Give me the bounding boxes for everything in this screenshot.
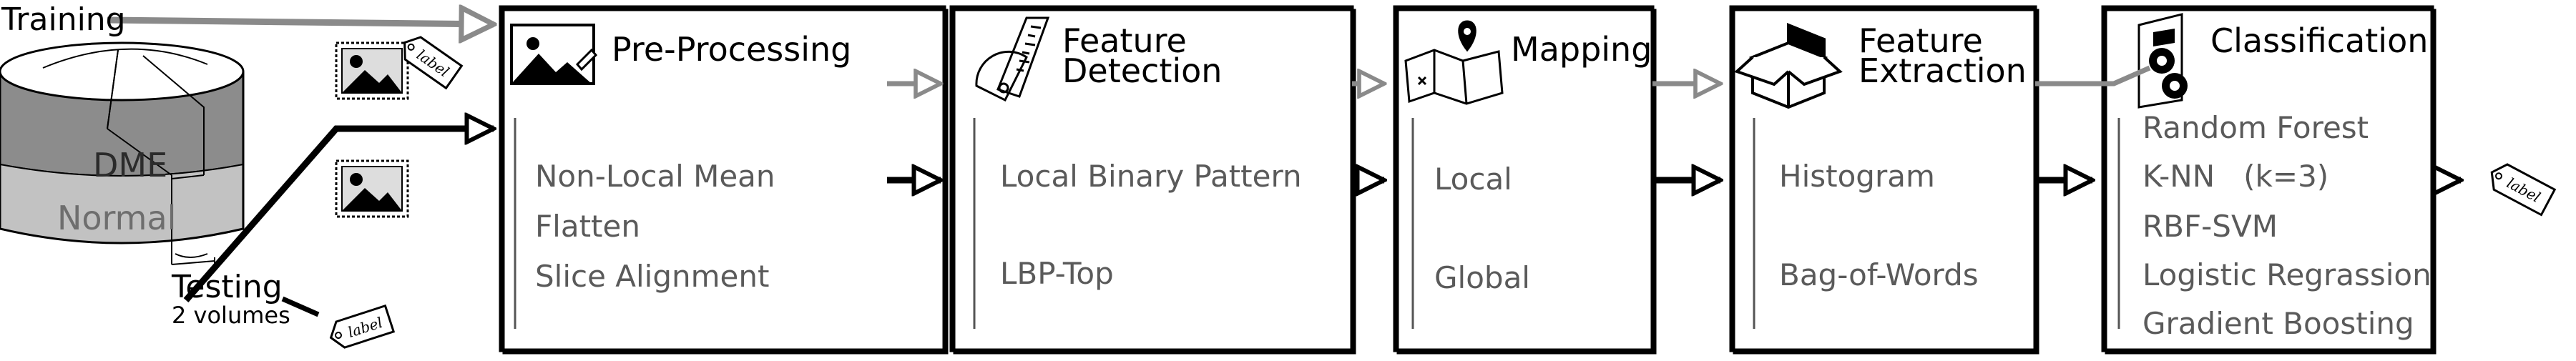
step-global: Global <box>1434 260 1530 295</box>
testing-label: Testing <box>172 269 283 305</box>
database-cylinder <box>0 41 245 272</box>
stage-title-pre-processing: Pre-Processing <box>612 30 852 69</box>
open-box-icon <box>1734 23 1843 109</box>
testing-label-link <box>281 296 320 317</box>
stage-title-classification: Classification <box>2210 21 2429 60</box>
step-random-forest: Random Forest <box>2142 110 2369 145</box>
stage-title-feature-detection-line2: Detection <box>1062 51 1223 90</box>
step-flatten: Flatten <box>535 209 640 244</box>
testing-label-tag: label <box>329 304 396 349</box>
stage-title-mapping: Mapping <box>1511 30 1652 69</box>
output-label-tag: label <box>2490 163 2557 217</box>
testing-arrow <box>183 129 494 302</box>
training-arrow <box>107 20 494 24</box>
training-label: Training <box>1 1 126 38</box>
map-pin-icon <box>1404 20 1504 105</box>
step-non-local-mean: Non-Local Mean <box>535 159 775 194</box>
step-rbf-svm: RBF-SVM <box>2142 209 2278 244</box>
gear-document-icon <box>2137 13 2188 109</box>
db-top <box>0 41 245 102</box>
slice-planes <box>42 48 215 272</box>
ruler-protractor-icon <box>975 16 1050 102</box>
testing-sub-label: 2 volumes <box>172 302 290 329</box>
image-edit-icon <box>510 24 598 85</box>
step-slice-alignment: Slice Alignment <box>535 259 770 294</box>
stage-title-feature-extraction-line1: Feature <box>1858 21 1983 60</box>
stage-title-feature-extraction-line2: Extraction <box>1858 51 2027 90</box>
step-local: Local <box>1434 162 1512 197</box>
db-class-normal: Normal <box>57 199 177 237</box>
step-knn: K-NN (k=3) <box>2142 159 2329 194</box>
training-flow-arrows <box>887 65 2151 84</box>
step-histogram: Histogram <box>1779 159 1935 194</box>
stage-box-feature-detection <box>949 5 1356 355</box>
db-class-dme: DME <box>93 146 168 184</box>
stage-title-feature-detection-line1: Feature <box>1062 21 1187 60</box>
training-image-thumbnail <box>335 41 409 100</box>
step-local-binary-pattern: Local Binary Pattern <box>1000 159 1302 194</box>
step-bag-of-words: Bag-of-Words <box>1779 257 1979 292</box>
step-logistic-regression: Logistic Regrassion <box>2142 257 2431 292</box>
db-angle-arc <box>175 253 208 258</box>
testing-image-thumbnail <box>335 159 409 218</box>
db-outline <box>0 71 245 244</box>
step-gradient-boosting: Gradient Boosting <box>2142 306 2414 341</box>
step-lbp-top: LBP-Top <box>1000 256 1114 291</box>
